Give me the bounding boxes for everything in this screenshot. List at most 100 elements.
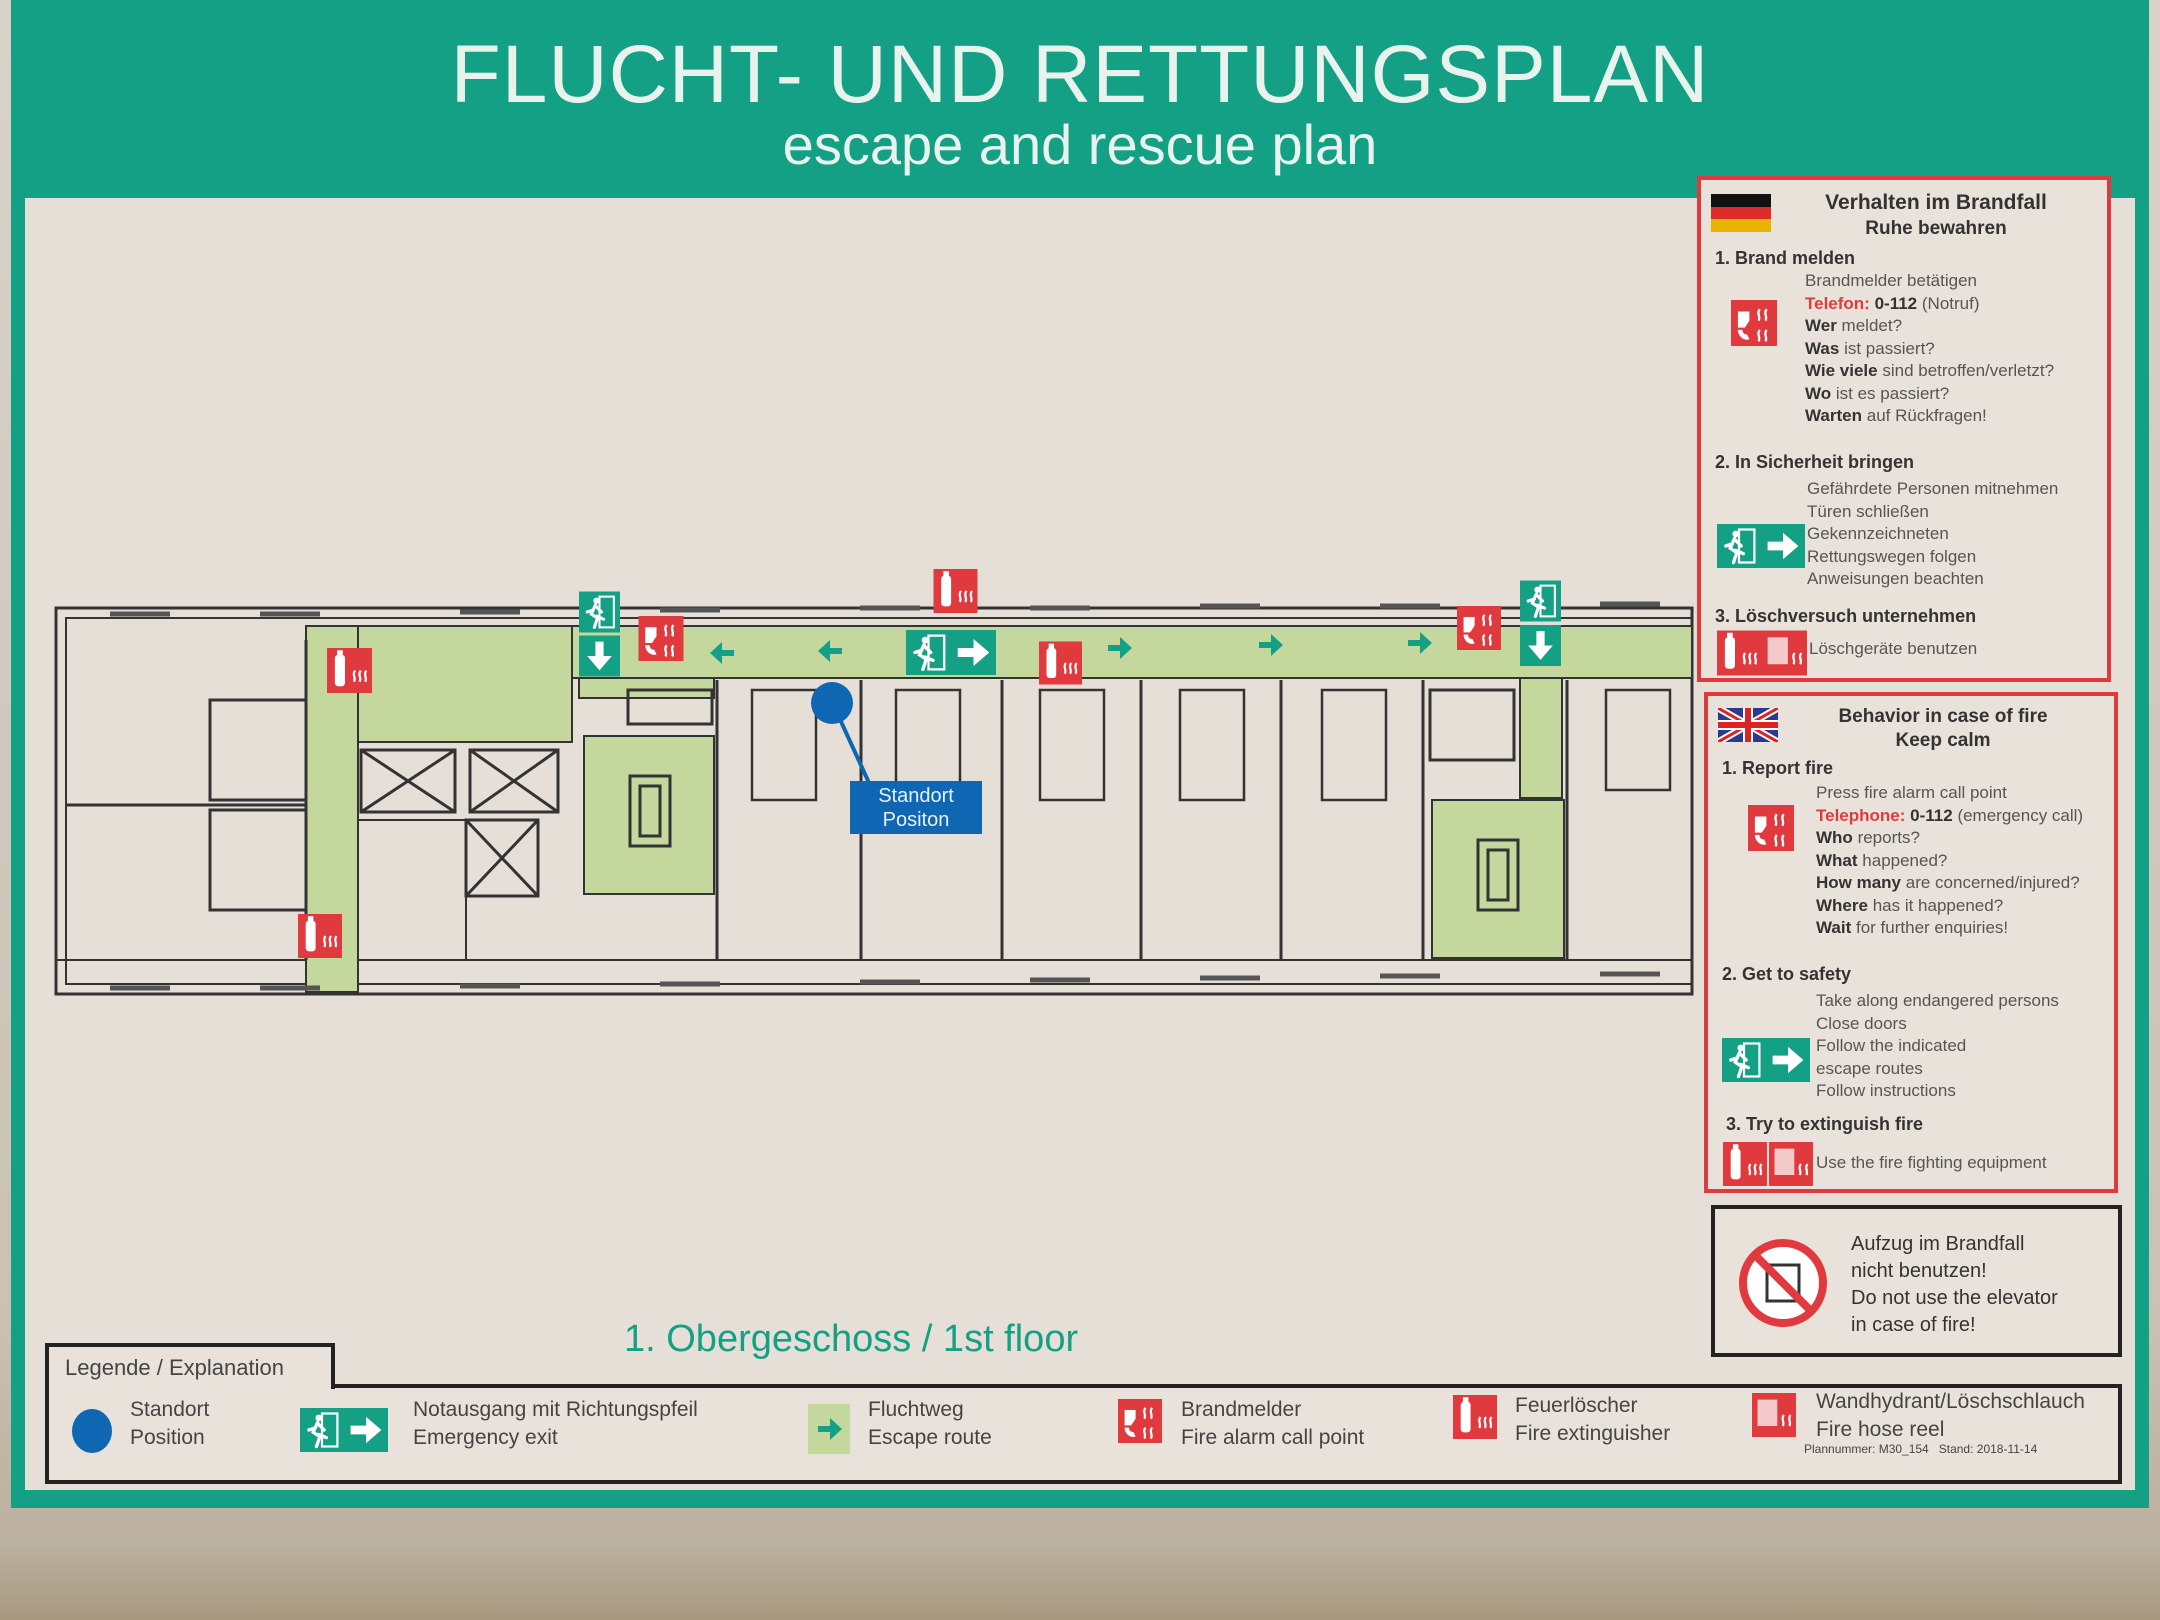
elevator-notice: Aufzug im Brandfall nicht benutzen! Do n… bbox=[1711, 1205, 2122, 1357]
question-line: What happened? bbox=[1816, 850, 2083, 873]
fire-alarm-icon bbox=[1456, 606, 1502, 650]
section-heading: 2. In Sicherheit bringen bbox=[1715, 452, 1915, 472]
q-bold: Warten bbox=[1805, 406, 1862, 425]
question-line: Warten auf Rückfragen! bbox=[1805, 405, 2054, 428]
english-instructions: Behavior in case of fire Keep calm 1. Re… bbox=[1704, 692, 2118, 1193]
fire-alarm-icon bbox=[1731, 278, 1777, 368]
position-label: Standort Positon bbox=[850, 781, 982, 834]
emergency-exit-icon bbox=[1722, 1038, 1810, 1082]
position-dot-icon bbox=[811, 682, 853, 724]
phone-note: (emergency call) bbox=[1957, 805, 2084, 825]
english-title: Behavior in case of fire bbox=[1838, 706, 2048, 727]
fire-alarm-icon bbox=[638, 616, 684, 661]
q-rest: for further enquiries! bbox=[1856, 918, 2009, 937]
notice-line: Do not use the elevator bbox=[1851, 1287, 2058, 1309]
phone-line: Telephone: 0-112 (emergency call) bbox=[1816, 805, 2083, 828]
escape-route-arrow-icon bbox=[808, 1404, 850, 1454]
instruction-line: Follow instructions bbox=[1816, 1081, 1956, 1100]
plan-number-info: Plannummer: M30_154 Stand: 2018-11-14 bbox=[1804, 1442, 2037, 1456]
q-bold: What bbox=[1816, 850, 1858, 870]
plan-title: FLUCHT- UND RETTUNGSPLAN bbox=[450, 29, 1710, 120]
instruction-line: Use the fire fighting equipment bbox=[1816, 1153, 2047, 1172]
instruction-line: escape routes bbox=[1816, 1058, 1923, 1078]
uk-flag-icon bbox=[1718, 708, 1778, 742]
legend-label-en: Emergency exit bbox=[413, 1426, 558, 1449]
fire-fighting-equipment-icon bbox=[1717, 630, 1807, 676]
fire-extinguisher-icon bbox=[933, 569, 978, 613]
q-bold: Where bbox=[1816, 895, 1868, 915]
q-rest: ist es passiert? bbox=[1835, 383, 1950, 403]
instruction-line: Gekennzeichneten bbox=[1807, 524, 1949, 543]
arrow-right-icon bbox=[951, 630, 996, 675]
german-instructions: Verhalten im Brandfall Ruhe bewahren 1. … bbox=[1697, 176, 2111, 682]
question-line: How many are concerned/injured? bbox=[1816, 872, 2083, 895]
notice-line: in case of fire! bbox=[1851, 1314, 1976, 1336]
instruction-line: Follow the indicated bbox=[1816, 1036, 1967, 1055]
q-rest: ist passiert? bbox=[1844, 338, 1935, 358]
phone-number: 0-112 bbox=[1874, 293, 1918, 313]
emergency-exit-icon bbox=[1717, 524, 1805, 568]
fire-extinguisher-icon bbox=[1453, 1394, 1497, 1440]
escape-route-area bbox=[305, 625, 1693, 993]
question-line: Wo ist es passiert? bbox=[1805, 383, 2054, 406]
q-bold: Wo bbox=[1805, 383, 1832, 403]
legend-label-de: Notausgang mit Richtungspfeil bbox=[413, 1398, 698, 1421]
q-rest: reports? bbox=[1857, 828, 1920, 847]
emergency-exit-icon bbox=[300, 1408, 388, 1452]
position-label-de: Standort bbox=[878, 785, 954, 807]
phone-note: (Notruf) bbox=[1921, 293, 1980, 313]
q-bold: Who bbox=[1816, 828, 1853, 847]
q-rest: has it happened? bbox=[1872, 895, 2004, 915]
room-walls bbox=[66, 640, 1569, 960]
legend-label-en: Position bbox=[130, 1426, 205, 1449]
instruction-line: Close doors bbox=[1816, 1013, 1907, 1033]
instruction-line: Türen schließen bbox=[1807, 501, 1929, 521]
german-subtitle: Ruhe bewahren bbox=[1865, 218, 2007, 239]
emergency-exit-icon bbox=[1520, 579, 1561, 623]
plan-subtitle: escape and rescue plan bbox=[782, 113, 1378, 176]
instruction-line: Rettungswegen folgen bbox=[1807, 546, 1977, 566]
elevator-shafts bbox=[357, 748, 560, 961]
instruction-line: Brandmelder betätigen bbox=[1805, 271, 1978, 290]
instruction-line: Gefährdete Personen mitnehmen bbox=[1807, 479, 2059, 498]
q-bold: Wait bbox=[1816, 918, 1852, 937]
fire-fighting-equipment-icon bbox=[1722, 1142, 1814, 1186]
notice-line: Aufzug im Brandfall bbox=[1851, 1233, 2025, 1255]
question-line: Was ist passiert? bbox=[1805, 338, 2054, 361]
fire-hose-reel-icon bbox=[1752, 1392, 1796, 1438]
question-line: Who reports? bbox=[1816, 827, 2083, 850]
q-rest: are concerned/injured? bbox=[1905, 873, 2080, 892]
instruction-line: Take along endangered persons bbox=[1816, 991, 2059, 1010]
instruction-line: Press fire alarm call point bbox=[1816, 783, 2007, 802]
fire-alarm-icon bbox=[1118, 1398, 1162, 1444]
section-heading: 3. Try to extinguish fire bbox=[1726, 1114, 1924, 1134]
legend-label-de: Wandhydrant/Löschschlauch bbox=[1816, 1390, 2085, 1413]
legend-label-de: Standort bbox=[130, 1398, 210, 1421]
plan-number: Plannummer: M30_154 bbox=[1804, 1442, 1929, 1456]
fire-extinguisher-icon bbox=[298, 914, 342, 958]
q-rest: sind betroffen/verletzt? bbox=[1882, 361, 2055, 380]
fire-alarm-icon bbox=[1748, 786, 1794, 870]
legend-label-de: Feuerlöscher bbox=[1515, 1394, 1638, 1417]
wall-trim bbox=[0, 1540, 2160, 1620]
phone-label: Telefon: bbox=[1805, 293, 1870, 313]
instruction-line: Anweisungen beachten bbox=[1807, 569, 1984, 588]
section-heading: 1. Brand melden bbox=[1715, 248, 1856, 268]
q-bold: Wie viele bbox=[1805, 361, 1878, 380]
plan-date: Stand: 2018-11-14 bbox=[1938, 1442, 2038, 1456]
germany-flag-icon bbox=[1711, 194, 1771, 232]
fire-extinguisher-icon bbox=[327, 648, 372, 693]
section-heading: 2. Get to safety bbox=[1722, 964, 1852, 984]
windows bbox=[110, 601, 1660, 991]
fire-extinguisher-icon bbox=[1039, 641, 1082, 685]
phone-number: 0-112 bbox=[1910, 805, 1953, 825]
position-label-en: Positon bbox=[882, 809, 950, 831]
emergency-exit-icon bbox=[579, 590, 620, 634]
position-marker bbox=[811, 682, 872, 786]
